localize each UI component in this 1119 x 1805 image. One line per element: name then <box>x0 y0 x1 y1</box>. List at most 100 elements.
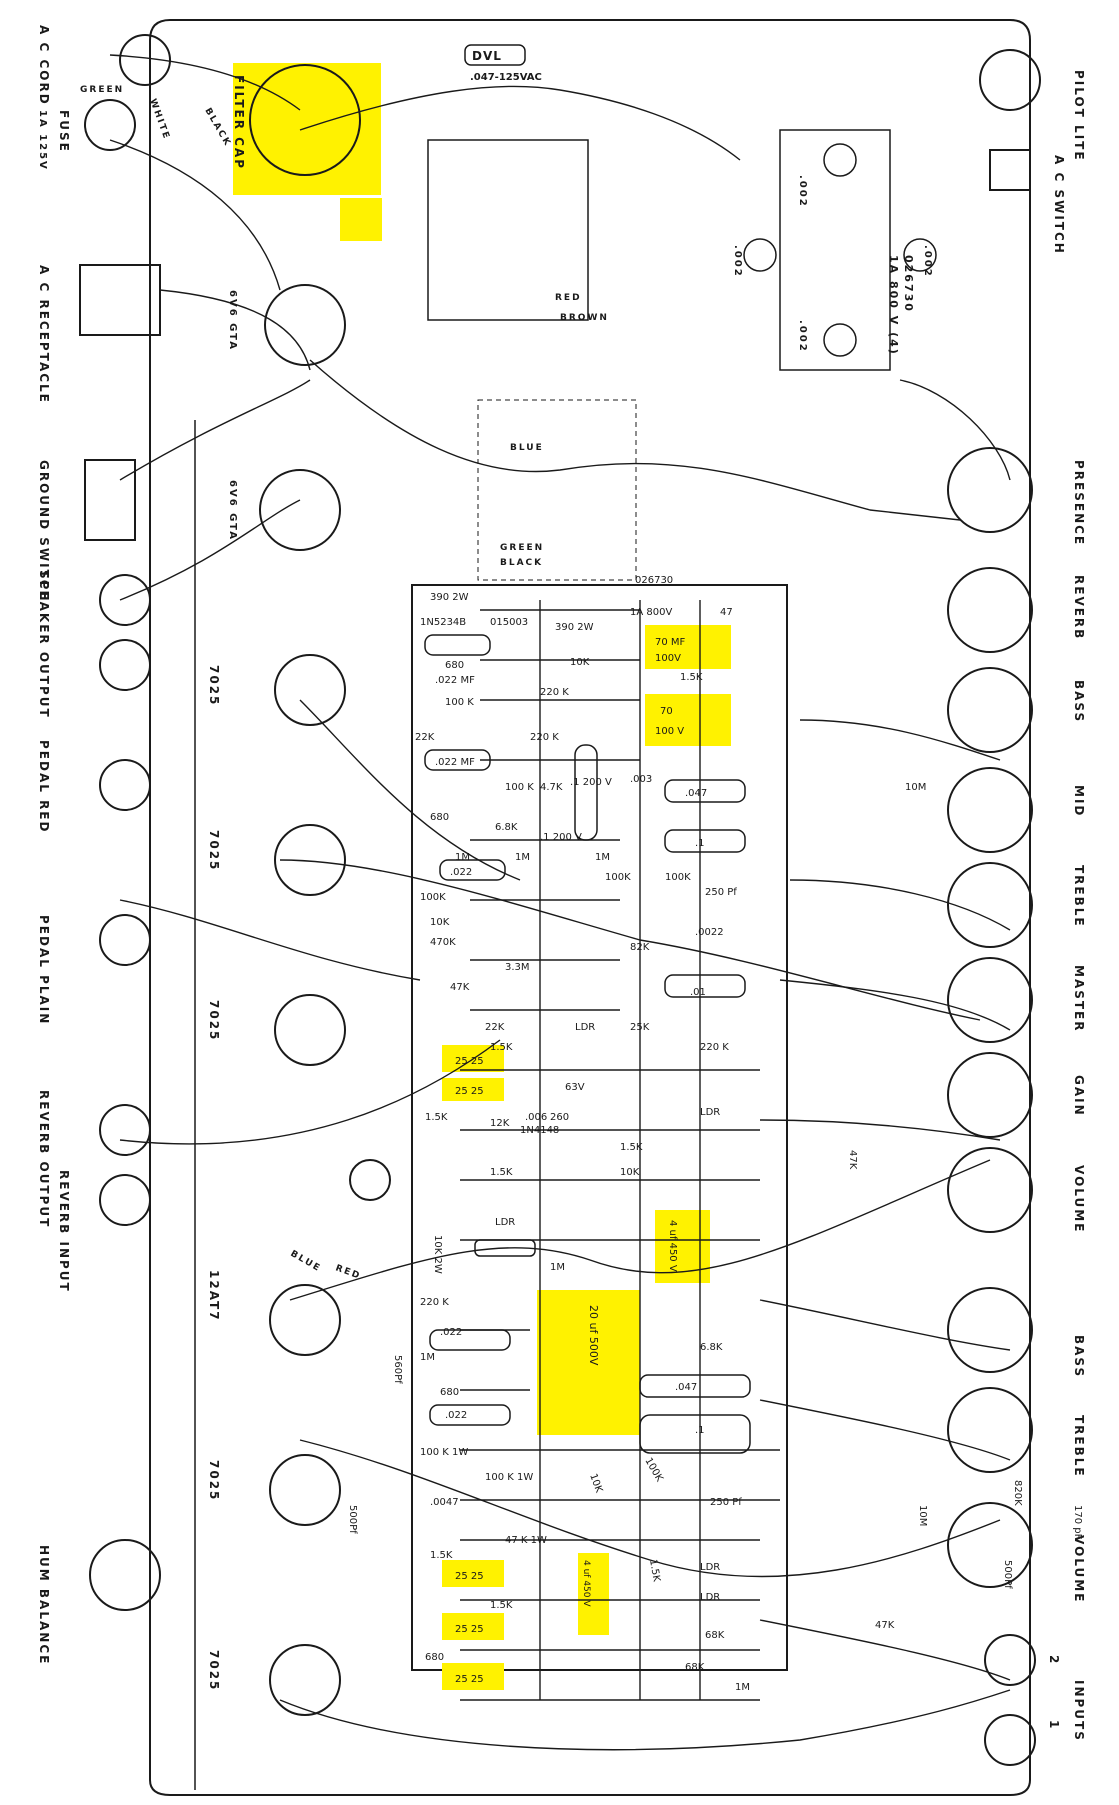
r-220k-b: 220 K <box>530 732 559 743</box>
wire-black2-label: BLACK <box>500 558 543 568</box>
d-in4148: 1N4148 <box>520 1125 559 1136</box>
c-022-a: .022 <box>450 867 472 878</box>
r-68k-a: 68K <box>705 1630 725 1641</box>
r-22k-b: 22K <box>485 1022 505 1033</box>
wire-red-label: RED <box>555 293 582 303</box>
ldr-a: LDR <box>575 1022 595 1033</box>
c-250pf-b: 250 Pf <box>710 1497 742 1508</box>
bridge-cap-002-d: .002 <box>797 320 808 353</box>
r-390-2w: 390 2W <box>430 592 469 603</box>
diode-bridge-label: 026730 <box>902 255 915 313</box>
r-25k: 25K <box>630 1022 650 1033</box>
chassis-outline <box>149 19 1031 1796</box>
filter-cap-label: FILTER CAP <box>232 75 246 170</box>
r-3-3m: 3.3M <box>505 962 530 973</box>
r-680-c: 680 <box>440 1387 459 1398</box>
cap-20uf-highlight <box>537 1290 640 1435</box>
treble2-label: TREBLE <box>1072 1415 1086 1478</box>
reverb-label: REVERB <box>1072 575 1086 640</box>
r-1m-d: 1M <box>550 1262 565 1273</box>
hum-balance-label: HUM BALANCE <box>37 1545 51 1665</box>
tube-6v6-b-label: 6V6 GTA <box>227 480 238 541</box>
r-1-5k-b: 1.5K <box>490 1042 513 1053</box>
volume2-label: VOLUME <box>1072 1535 1086 1603</box>
r-47k-1w: 47 K 1W <box>505 1535 547 1546</box>
r-100k-b: 100 K <box>505 782 534 793</box>
r-1-5k-d: 1.5K <box>620 1142 643 1153</box>
r-1-5k-c: 1.5K <box>425 1112 448 1123</box>
c-003: .003 <box>630 774 652 785</box>
cap-25-a-label: 25 25 <box>455 1056 484 1067</box>
c-170pf: 170 pF <box>1072 1505 1083 1540</box>
cap-70mf-highlight <box>645 625 731 669</box>
input-1-label: 1 <box>1047 1720 1061 1730</box>
tube-7025-e-label: 7025 <box>207 1650 221 1691</box>
cap-25-e-highlight <box>442 1663 504 1690</box>
cap-20uf-label: 20 uf 500V <box>587 1305 600 1366</box>
d-in5234b: 1N5234B <box>420 617 466 628</box>
cap-25-b-label: 25 25 <box>455 1086 484 1097</box>
c-01: .01 <box>690 987 706 998</box>
r-1-5k: 1.5K <box>680 672 703 683</box>
ldr-d: LDR <box>700 1562 720 1573</box>
r-47k-c: 47K <box>875 1620 895 1631</box>
bridge-cap-002-b: .002 <box>732 245 743 278</box>
ac-receptacle-label: A C RECEPTACLE <box>37 265 51 404</box>
r-82k: 82K <box>630 942 650 953</box>
cap-25-c-label: 25 25 <box>455 1571 484 1582</box>
c-022mf-b: .022 MF <box>435 757 475 768</box>
r-10m: 10M <box>905 782 926 793</box>
r-10k: 10K <box>570 657 590 668</box>
c-0047: .0047 <box>430 1497 459 1508</box>
speaker-output-label: SPEAKER OUTPUT <box>37 570 51 719</box>
input-2-label: 2 <box>1047 1655 1061 1665</box>
r-4-7k: 4.7K <box>540 782 563 793</box>
right-pots <box>947 49 1041 1766</box>
cap-25-b-highlight <box>442 1078 504 1101</box>
cap-4uf-b-label: 4 uf 450 V <box>581 1560 591 1607</box>
c-560pf: 560Pf <box>392 1355 403 1384</box>
c-006: .006 <box>525 1112 547 1123</box>
fuse-label: FUSE <box>57 110 71 153</box>
ldr-c: LDR <box>495 1217 515 1228</box>
r-100k-d: 100K <box>605 872 631 883</box>
bridge-cap-002-a: .002 <box>797 175 808 208</box>
component-bodies <box>424 44 937 1454</box>
tube-6v6-b <box>259 469 341 551</box>
diode-rating-label: 1A 800 V (4) <box>887 255 900 356</box>
d-1a800v: 1A 800V <box>630 607 672 618</box>
tube-7025-c-label: 7025 <box>207 1000 221 1041</box>
r-680: 680 <box>445 660 464 671</box>
r-1-5k-h: 1.5K <box>647 1559 662 1583</box>
reverb-input-label: REVERB INPUT <box>57 1170 71 1293</box>
wire-blue-label: BLUE <box>510 443 544 453</box>
ldr-b: LDR <box>700 1107 720 1118</box>
pedal-red-label: PEDAL RED <box>37 740 51 833</box>
cap-25-d-highlight <box>442 1613 504 1640</box>
r-220k-d: 220 K <box>420 1297 449 1308</box>
r-100k-c: 100K <box>420 892 446 903</box>
ac-cord-label: A C CORD <box>37 25 51 106</box>
r-680-b: 680 <box>430 812 449 823</box>
tube-7025-a-label: 7025 <box>207 665 221 706</box>
r-47k-b: 47K <box>847 1150 858 1170</box>
r-220k-a: 220 K <box>540 687 569 698</box>
ldr-e: LDR <box>700 1592 720 1603</box>
r-1m-b: 1M <box>515 852 530 863</box>
d-026730: 026730 <box>635 575 673 586</box>
label-layer: A C CORD FUSE 1A 125V A C RECEPTACLE GRO… <box>37 25 1086 1742</box>
bridge-cap-002-c: .002 <box>922 245 933 278</box>
c-022mf-a: .022 MF <box>435 675 475 686</box>
c-250pf: 250 Pf <box>705 887 737 898</box>
r-10k-b: 10K <box>430 917 450 928</box>
r-1m-c: 1M <box>595 852 610 863</box>
r-68k-b: 68K <box>685 1662 705 1673</box>
wire-brown-label: BROWN <box>560 313 609 323</box>
r-1m-e: 1M <box>420 1352 435 1363</box>
c-1a: .1 <box>695 838 705 849</box>
cap-70-label: 70 <box>660 706 673 717</box>
bass-label: BASS <box>1072 680 1086 723</box>
inputs-label: INPUTS <box>1072 1680 1086 1742</box>
tube-7025-e <box>269 1644 341 1716</box>
r-1m-a: 1M <box>455 852 470 863</box>
